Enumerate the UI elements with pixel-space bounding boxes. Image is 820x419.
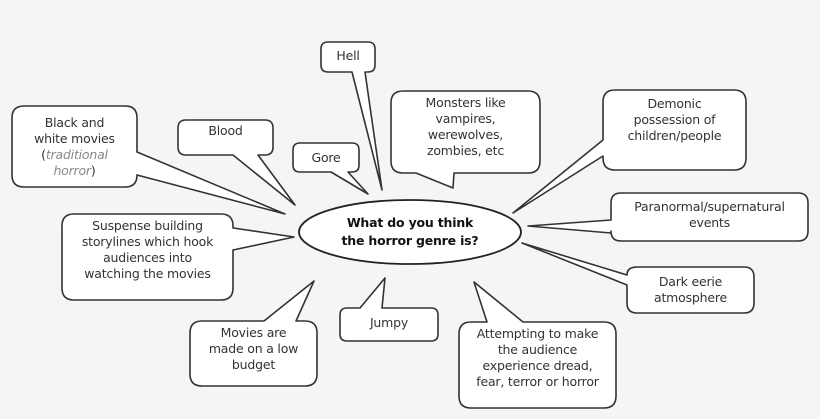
callout-text-line: fear, terror or horror bbox=[476, 374, 599, 389]
callout-text-line: Demonic bbox=[647, 96, 702, 111]
callout-text-line: Attempting to make bbox=[476, 326, 599, 341]
callout-text-line: Paranormal/supernatural bbox=[634, 199, 785, 214]
callout-text-line: atmosphere bbox=[653, 290, 727, 305]
callout-text-line: Hell bbox=[336, 48, 360, 63]
callout-shape-dark-eerie bbox=[521, 242, 755, 314]
callout-text-line: watching the movies bbox=[84, 266, 211, 281]
callout-shape-attempting bbox=[458, 281, 617, 409]
callout-text-line: audiences into bbox=[103, 250, 192, 265]
callout-text-line: Jumpy bbox=[369, 315, 409, 330]
callout-text-line: white movies bbox=[34, 130, 115, 146]
callout-shape-demonic-possession bbox=[512, 89, 747, 214]
callout-text-line: children/people bbox=[627, 128, 722, 143]
callout-text-line: storylines which hook bbox=[81, 234, 214, 249]
callout-shape-low-budget bbox=[189, 280, 318, 387]
center-question: What do you think the horror genre is? bbox=[300, 200, 520, 264]
callout-text-line-muted: horror) bbox=[53, 162, 96, 178]
callout-shape-monsters bbox=[390, 90, 541, 189]
callout-suspense: Suspense building storylines which hook … bbox=[62, 218, 233, 294]
callout-paranormal: Paranormal/supernatural events bbox=[611, 193, 808, 243]
callout-shape-black-and-white-movies bbox=[11, 105, 286, 215]
callout-text-line: Suspense building bbox=[92, 218, 203, 233]
callout-text-line: Gore bbox=[311, 149, 341, 165]
callout-text-line: Black and bbox=[44, 114, 105, 130]
callout-text-line-muted: (traditional bbox=[41, 146, 108, 162]
callout-gore: Gore bbox=[293, 143, 359, 172]
callout-jumpy: Jumpy bbox=[340, 308, 438, 338]
callout-shape-jumpy bbox=[339, 277, 439, 342]
callout-blood: Blood bbox=[178, 120, 273, 155]
callout-text-line: budget bbox=[231, 357, 276, 372]
center-ellipse bbox=[298, 199, 522, 265]
center-question-line: What do you think bbox=[346, 215, 474, 230]
callout-shape-suspense bbox=[61, 213, 295, 301]
callout-shape-hell bbox=[320, 41, 383, 191]
callout-text-line: the audience bbox=[497, 342, 578, 357]
callout-shape-blood bbox=[177, 119, 296, 206]
callout-shape-gore bbox=[292, 142, 369, 195]
callout-text-line: Movies are bbox=[220, 325, 287, 340]
callout-hell: Hell bbox=[321, 42, 375, 70]
callout-text-line: events bbox=[689, 215, 730, 230]
callout-attempting: Attempting to make the audience experien… bbox=[459, 326, 616, 402]
callout-low-budget: Movies are made on a low budget bbox=[190, 325, 317, 383]
callout-text-line: werewolves, bbox=[427, 127, 504, 142]
callout-text-line: possession of bbox=[633, 112, 716, 127]
callout-text-line: zombies, etc bbox=[426, 143, 504, 158]
callout-demonic-possession: Demonic possession of children/people bbox=[603, 96, 746, 156]
callout-monsters: Monsters like vampires, werewolves, zomb… bbox=[391, 95, 540, 167]
callout-text-line: Blood bbox=[208, 123, 243, 138]
callout-text-line: made on a low bbox=[208, 341, 299, 356]
center-question-line: the horror genre is? bbox=[341, 233, 479, 248]
callout-text-line: vampires, bbox=[435, 111, 496, 126]
callout-text-line: Monsters like bbox=[425, 95, 506, 110]
callout-text-line: Dark eerie bbox=[658, 274, 723, 289]
callout-text-line: experience dread, bbox=[482, 358, 593, 373]
callout-dark-eerie: Dark eerie atmosphere bbox=[627, 267, 754, 313]
callout-shape-paranormal bbox=[527, 192, 809, 242]
callout-black-and-white-movies: Black and white movies (traditional horr… bbox=[12, 106, 137, 187]
